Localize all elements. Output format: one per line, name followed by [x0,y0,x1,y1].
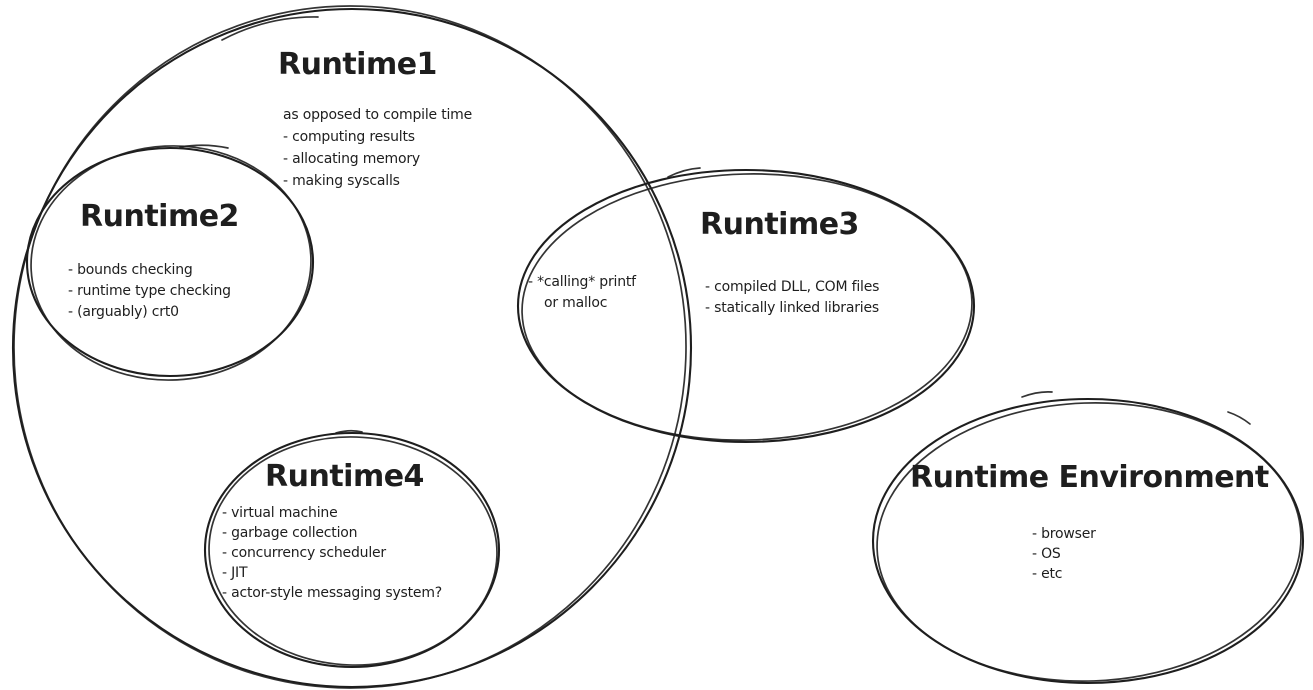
runtime-environment-title: Runtime Environment [910,460,1269,495]
note-line: - runtime type checking [68,283,231,299]
runtime1-runtime3-overlap-notes: - *calling* printf or malloc [528,272,636,314]
runtime-environment-ellipse[interactable] [871,391,1305,688]
runtime4-title: Runtime4 [265,459,424,494]
runtime4-notes: - virtual machine - garbage collection - c… [222,503,442,603]
runtime-environment-notes: - browser - OS - etc [1032,524,1096,584]
sketch-tick [335,429,363,434]
runtime1-notes: as opposed to compile time - computing re… [283,104,472,192]
note-line: - JIT [222,565,248,581]
runtime2-title: Runtime2 [80,199,239,234]
sketch-tick [1227,411,1251,425]
note-line: - making syscalls [283,173,400,189]
note-line: as opposed to compile time [283,107,473,123]
sketch-tick [221,16,319,41]
note-line: - allocating memory [283,151,420,167]
runtime3-ellipse[interactable] [516,167,976,446]
note-line: - *calling* printf [528,274,636,290]
note-line: - garbage collection [222,525,358,541]
note-line: - virtual machine [222,505,338,521]
note-line: - compiled DLL, COM files [705,279,880,295]
runtime1-ellipse[interactable] [2,0,697,690]
runtime4-ellipse[interactable] [203,429,501,670]
note-line: or malloc [544,295,608,311]
note-line: - OS [1032,546,1061,562]
note-line: - bounds checking [68,262,193,278]
runtime1-title: Runtime1 [278,47,437,82]
note-line: - statically linked libraries [705,300,879,316]
note-line: - actor-style messaging system? [222,585,443,601]
runtime2-ellipse[interactable] [25,139,317,387]
runtime3-notes: - compiled DLL, COM files - statically li… [705,277,879,319]
runtime2-notes: - bounds checking - runtime type checking… [68,260,231,323]
note-line: - concurrency scheduler [222,545,386,561]
note-line: - etc [1032,566,1063,582]
sketch-tick [179,144,229,149]
runtime3-title: Runtime3 [700,207,859,242]
sketch-tick [1021,391,1053,398]
note-line: - (arguably) crt0 [68,304,179,320]
note-line: - computing results [283,129,415,145]
sketch-tick [667,167,701,178]
note-line: - browser [1032,526,1096,542]
